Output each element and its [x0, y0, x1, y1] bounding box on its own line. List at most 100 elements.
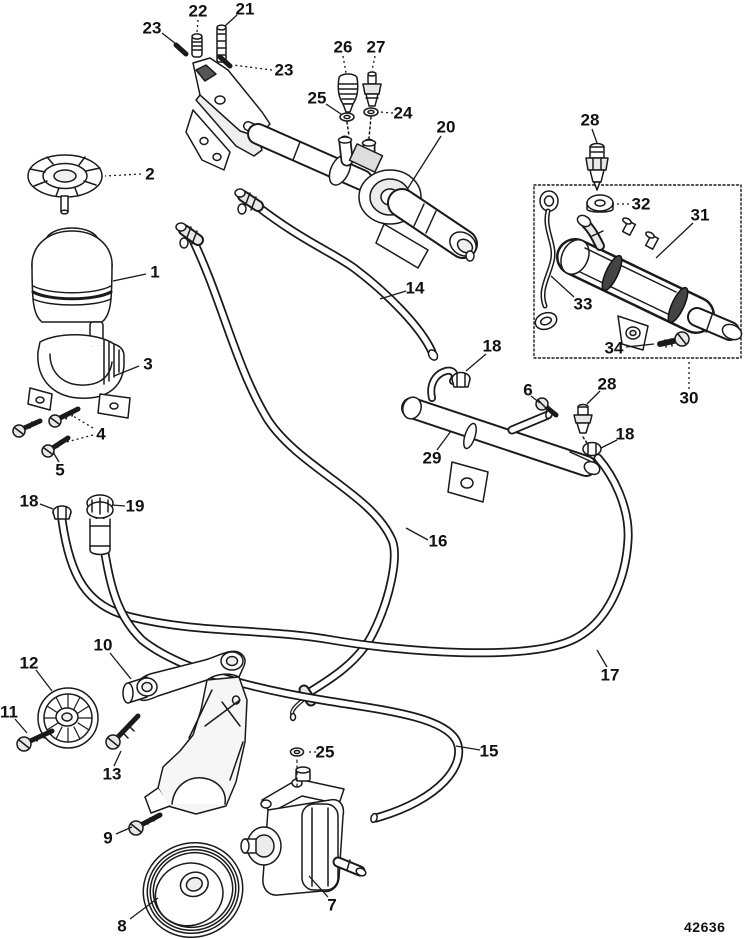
- part-callout-32: 32: [631, 194, 651, 214]
- hose-nut-18-left: [52, 505, 72, 520]
- part-callout-18: 18: [19, 491, 39, 511]
- leader-line-22: [196, 19, 199, 33]
- part-callout-6: 6: [523, 380, 533, 400]
- bolt-11-drawing: [16, 728, 55, 752]
- pin-22-drawing: [191, 33, 203, 58]
- part-callout-5: 5: [55, 460, 65, 480]
- reservoir-cap-drawing: [27, 154, 103, 215]
- leader-line-2: [104, 173, 142, 177]
- hose-15-drawing: [86, 494, 464, 824]
- leader-line-6: [530, 395, 541, 404]
- leader-line-1: [112, 273, 147, 282]
- leader-line-28: [591, 128, 598, 144]
- steering-actuator-drawing: [185, 57, 478, 269]
- leader-line-5: [52, 451, 60, 463]
- part-callout-8: 8: [117, 916, 127, 936]
- part-callout-7: 7: [327, 895, 337, 915]
- mounting-bolts-4-5-drawing: [12, 406, 81, 458]
- cooler-31-drawing: [556, 214, 743, 351]
- pin-23-drawing: [173, 42, 233, 69]
- part-callout-18: 18: [482, 336, 502, 356]
- bolt-6-drawing: [535, 397, 559, 418]
- dipstick-hose-33-drawing: [534, 190, 559, 331]
- part-callout-27: 27: [366, 37, 386, 57]
- leader-line-25: [325, 103, 342, 115]
- part-callout-28: 28: [597, 374, 617, 394]
- part-callout-14: 14: [405, 278, 425, 298]
- cooler-tube-29-drawing: [401, 366, 602, 503]
- leader-line-34: [625, 343, 655, 348]
- hose-14-drawing: [234, 188, 439, 361]
- part-callout-19: 19: [125, 496, 145, 516]
- leader-line-27: [371, 55, 376, 72]
- part-callout-29: 29: [422, 448, 442, 468]
- leader-line-7: [308, 875, 329, 898]
- part-callout-12: 12: [19, 653, 39, 673]
- part-callout-25: 25: [315, 742, 335, 762]
- cooler-box-30-drawing: [533, 184, 742, 359]
- leader-line-4: [58, 434, 94, 445]
- part-callout-23: 23: [142, 18, 162, 38]
- o-ring-25-lower-drawing: [289, 747, 305, 789]
- fitting-28-lower-drawing: [573, 403, 593, 444]
- part-callout-28: 28: [580, 110, 600, 130]
- power-steering-pump-7-drawing: [240, 766, 367, 896]
- part-callout-10: 10: [93, 635, 113, 655]
- part-callout-24: 24: [393, 103, 413, 123]
- part-callout-22: 22: [188, 1, 208, 21]
- sensor-28-upper-drawing: [585, 142, 609, 191]
- part-callout-17: 17: [600, 665, 620, 685]
- o-ring-24-drawing: [363, 107, 379, 117]
- leader-line-18: [600, 439, 618, 449]
- leader-line-33: [550, 275, 575, 298]
- clamp-bracket-drawing: [27, 334, 131, 419]
- part-callout-20: 20: [436, 117, 456, 137]
- part-callout-2: 2: [145, 164, 155, 184]
- part-callout-13: 13: [102, 764, 122, 784]
- banjo-fitting-14: [234, 188, 264, 215]
- leader-line-31: [655, 222, 694, 259]
- part-callout-3: 3: [143, 354, 153, 374]
- leader-line-21: [224, 14, 238, 27]
- pin-21-drawing: [216, 24, 227, 63]
- pump-pulley-8-drawing: [142, 841, 244, 939]
- part-callout-33: 33: [573, 294, 593, 314]
- bolt-13-drawing: [105, 713, 141, 750]
- part-callout-31: 31: [690, 205, 710, 225]
- part-callout-4: 4: [96, 424, 106, 444]
- part-callout-21: 21: [235, 0, 255, 19]
- leader-line-4: [72, 415, 94, 429]
- fitting-26-drawing: [337, 73, 359, 113]
- leader-line-13: [113, 750, 122, 767]
- part-callout-34: 34: [604, 338, 624, 358]
- leader-line-28: [586, 390, 601, 405]
- nut-18-right: [582, 441, 602, 457]
- part-callout-23: 23: [274, 60, 294, 80]
- leader-line-23: [161, 32, 177, 45]
- part-callout-26: 26: [333, 37, 353, 57]
- nut-18-upper: [451, 371, 471, 388]
- leader-line-24: [379, 111, 394, 114]
- tensioner-bracket-10-drawing: [122, 650, 248, 815]
- bolt-9-drawing: [128, 812, 163, 836]
- leader-line-11: [14, 718, 28, 734]
- leader-line-10: [109, 652, 132, 680]
- leader-line-15: [455, 745, 481, 751]
- assembly-dash-lines-top: [346, 116, 372, 139]
- part-callout-16: 16: [428, 531, 448, 551]
- part-callout-15: 15: [479, 741, 499, 761]
- part-callout-9: 9: [103, 828, 113, 848]
- part-callout-30: 30: [679, 388, 699, 408]
- banjo-fitting-16: [175, 222, 204, 249]
- leader-line-18: [465, 353, 487, 372]
- leader-line-18: [39, 503, 54, 510]
- fitting-27-drawing: [362, 71, 382, 107]
- leader-line-19: [111, 504, 126, 507]
- leader-line-16: [405, 527, 429, 541]
- leader-line-20: [407, 135, 442, 189]
- diagram-number: 42636: [684, 919, 726, 935]
- leader-line-9: [115, 826, 133, 835]
- part-callout-25: 25: [307, 88, 327, 108]
